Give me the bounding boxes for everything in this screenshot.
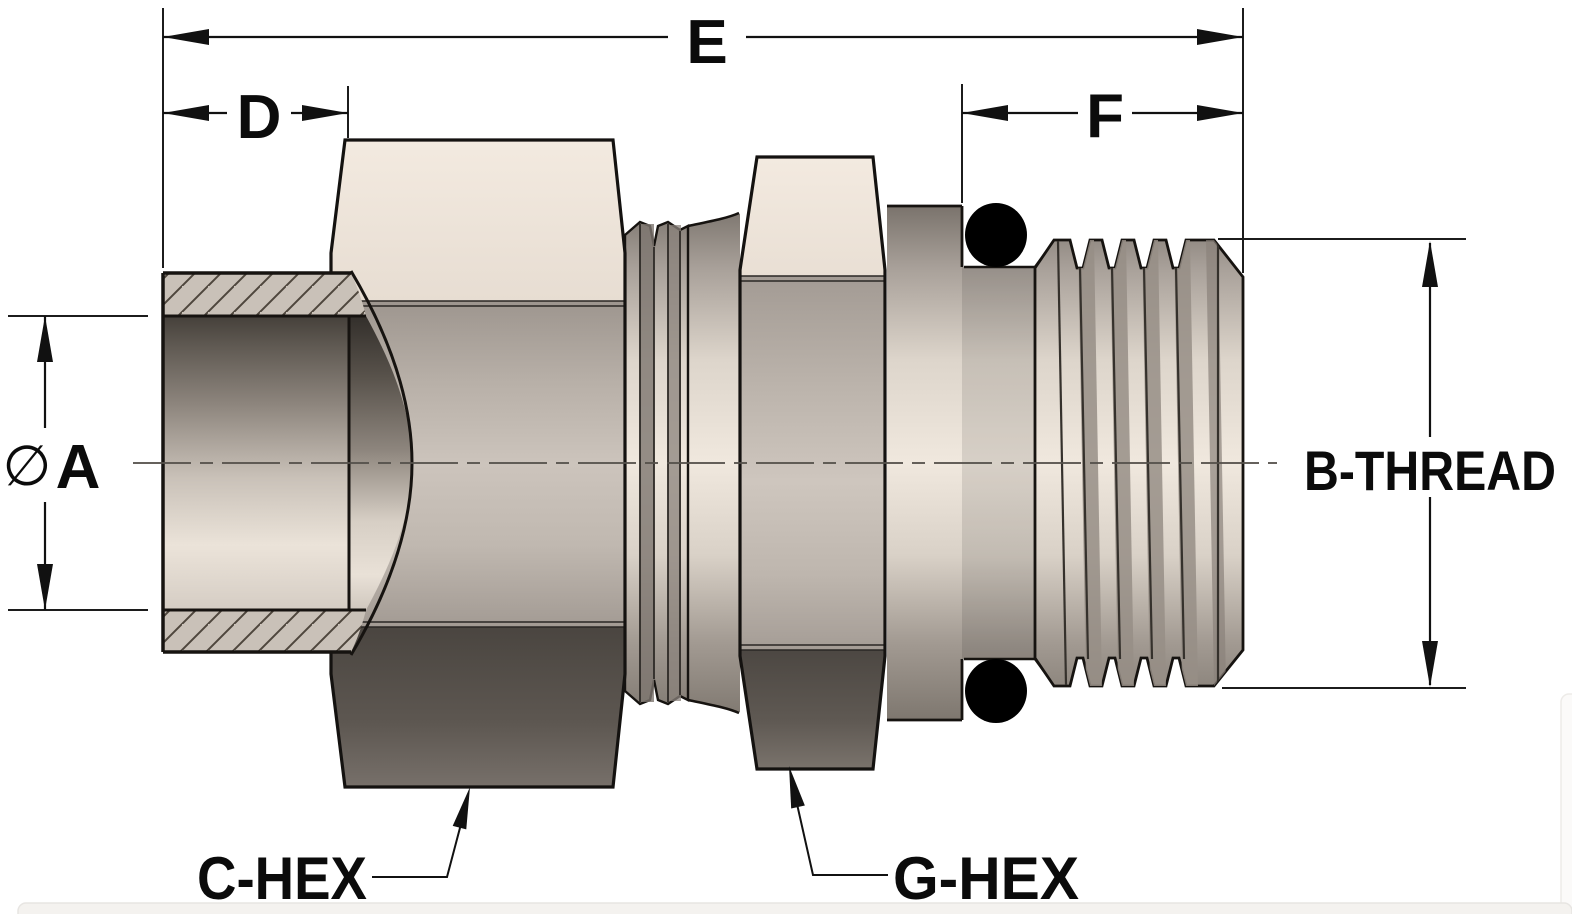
arrow-left	[163, 29, 209, 45]
adjacent-panel-corner	[1560, 693, 1572, 911]
dimension-a: ∅ A	[3, 316, 101, 610]
callout-c-hex: C-HEX	[197, 787, 470, 912]
c-hex-leader-arrow	[452, 787, 470, 830]
dimension-e: E	[163, 8, 1243, 77]
g-hex-leader-arrow	[789, 766, 805, 809]
arrow-up	[37, 316, 53, 362]
callout-g-hex: G-HEX	[789, 766, 1079, 912]
arrow-right	[302, 105, 348, 121]
label-overall-length: E	[686, 8, 727, 77]
g-hex-leader	[796, 803, 888, 876]
g-hex-dark-face	[740, 650, 885, 769]
o-ring-top	[965, 203, 1027, 267]
arrow-down	[1422, 641, 1438, 687]
c-hex-top-face	[331, 140, 625, 301]
arrow-left	[163, 105, 209, 121]
c-hex-leader	[372, 823, 462, 878]
diameter-symbol-icon: ∅	[3, 434, 52, 497]
c-hex-face-lines	[331, 300, 625, 628]
dimension-f: F	[962, 82, 1243, 151]
section-hatch-top	[163, 273, 366, 316]
g-hex-top-face	[740, 157, 885, 276]
label-large-hex: C-HEX	[197, 845, 367, 912]
dimension-d: D	[163, 83, 348, 152]
arrow-right	[1197, 29, 1243, 45]
g-hex-face-lines	[740, 275, 885, 651]
c-hex-dark-face	[331, 627, 625, 787]
label-socket-depth: D	[237, 83, 282, 152]
o-ring-bottom	[965, 659, 1027, 723]
page-chrome	[17, 693, 1572, 914]
label-bore-diameter: A	[56, 433, 101, 502]
label-small-hex: G-HEX	[893, 845, 1079, 912]
arrow-right	[1197, 105, 1243, 121]
arrow-up	[1422, 241, 1438, 287]
neck-top-edge	[687, 211, 740, 228]
label-thread-length: F	[1086, 82, 1124, 151]
bottom-section-edge	[17, 902, 1572, 914]
arrow-left	[962, 105, 1008, 121]
fitting-cross-section-view	[133, 138, 1277, 789]
arrow-down	[37, 564, 53, 610]
dimensions: E D F	[3, 8, 1556, 912]
section-hatch-bottom	[163, 610, 366, 652]
label-thread-callout: B-THREAD	[1304, 439, 1556, 502]
neck-bottom-edge	[687, 698, 740, 715]
g-hex-outline	[738, 155, 887, 771]
dimension-b-thread: B-THREAD	[1304, 241, 1556, 687]
shoulder-edges	[887, 204, 964, 722]
